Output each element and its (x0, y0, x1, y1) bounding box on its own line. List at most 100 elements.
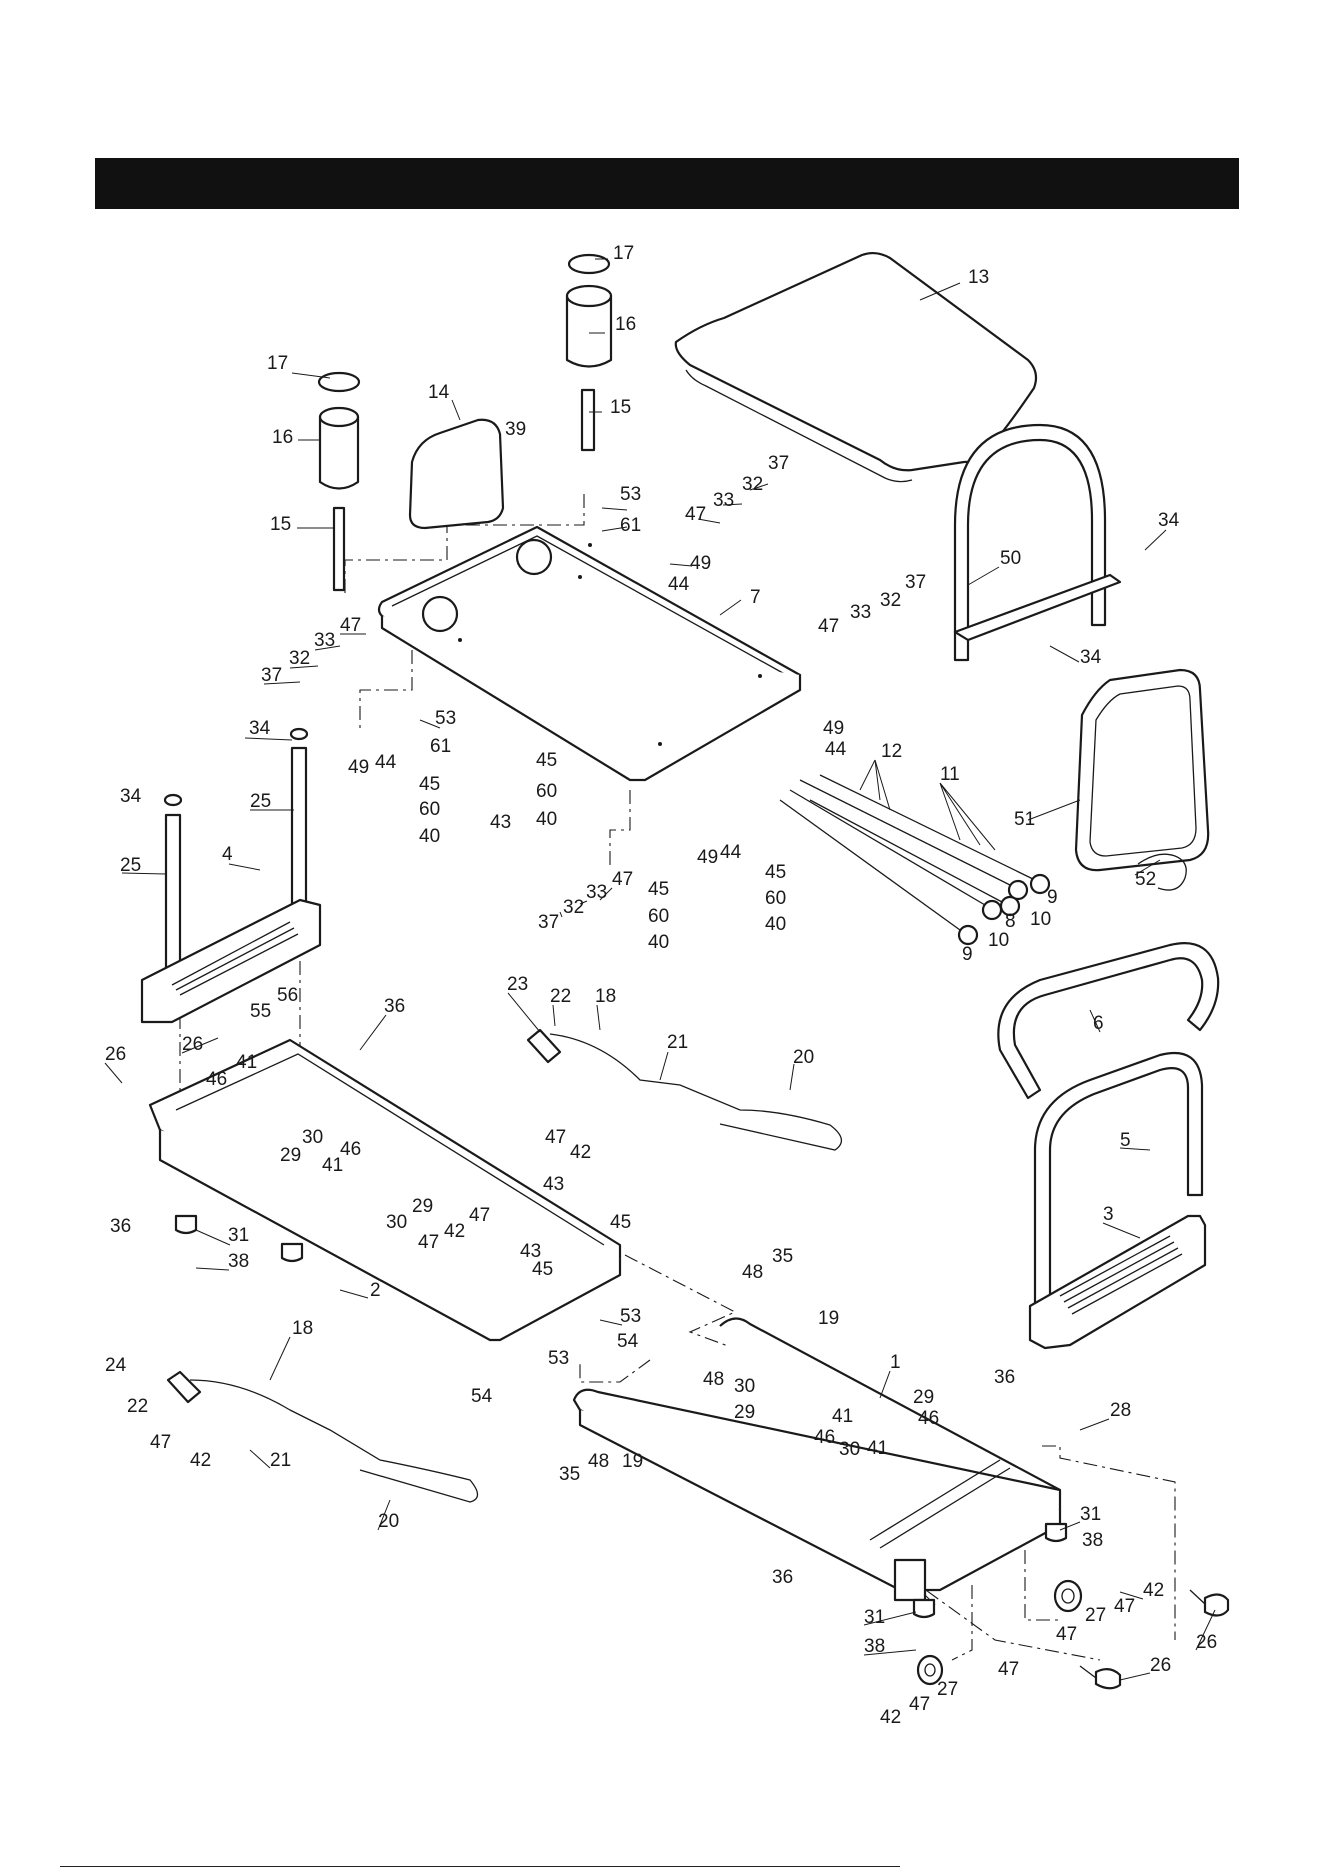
part-label-55: 55 (250, 1001, 271, 1022)
base-3 (1028, 1214, 1207, 1350)
part-label-32: 32 (289, 648, 310, 669)
part-label-33: 33 (586, 882, 607, 903)
part-number-labels: 1716151317161514393732334753614944345073… (105, 243, 1217, 1728)
leader-lines (104, 258, 1216, 1681)
wheel-27-bottom (916, 1654, 944, 1686)
part-label-19: 19 (622, 1451, 643, 1472)
part-label-29: 29 (412, 1196, 433, 1217)
part-label-36: 36 (384, 996, 405, 1017)
part-label-46: 46 (206, 1069, 227, 1090)
part-label-37: 37 (905, 572, 926, 593)
carriage-frame-7 (377, 525, 802, 782)
part-label-45: 45 (610, 1212, 631, 1233)
part-label-30: 30 (302, 1127, 323, 1148)
part-label-54: 54 (617, 1331, 639, 1352)
part-label-9: 9 (1047, 887, 1058, 908)
part-label-15: 15 (270, 514, 291, 535)
part-label-48: 48 (703, 1369, 724, 1390)
part-label-42: 42 (1143, 1580, 1164, 1601)
foot-31-right (1044, 1522, 1068, 1543)
part-label-45: 45 (536, 750, 557, 771)
part-label-20: 20 (378, 1511, 399, 1532)
part-label-41: 41 (867, 1438, 888, 1459)
part-label-47: 47 (818, 616, 839, 637)
part-label-1: 1 (890, 1352, 901, 1373)
part-label-45: 45 (765, 862, 786, 883)
part-label-37: 37 (768, 453, 789, 474)
part-label-51: 51 (1014, 809, 1035, 830)
springs (779, 774, 1051, 946)
part-label-15: 15 (610, 397, 631, 418)
part-label-21: 21 (667, 1032, 688, 1053)
part-label-61: 61 (430, 736, 451, 757)
part-label-44: 44 (825, 739, 847, 760)
part-label-45: 45 (648, 879, 669, 900)
part-label-38: 38 (864, 1636, 885, 1657)
roller-assembly-left (317, 371, 361, 592)
part-label-31: 31 (1080, 1504, 1101, 1525)
part-label-33: 33 (850, 602, 871, 623)
part-label-42: 42 (570, 1142, 591, 1163)
part-label-14: 14 (428, 382, 450, 403)
part-label-49: 49 (697, 847, 718, 868)
part-label-47: 47 (545, 1127, 566, 1148)
part-label-60: 60 (765, 888, 786, 909)
part-label-45: 45 (419, 774, 440, 795)
part-label-37: 37 (261, 665, 282, 686)
part-label-42: 42 (880, 1707, 901, 1728)
part-label-29: 29 (280, 1145, 301, 1166)
part-label-31: 31 (228, 1225, 249, 1246)
part-label-24: 24 (105, 1355, 127, 1376)
seat-pad-13 (674, 251, 1038, 483)
part-label-32: 32 (880, 590, 901, 611)
part-label-42: 42 (190, 1450, 211, 1471)
part-label-46: 46 (340, 1139, 361, 1160)
part-label-53: 53 (620, 484, 641, 505)
foot-31-left (174, 1214, 198, 1235)
foot-31-mid (280, 1242, 304, 1263)
part-label-47: 47 (469, 1205, 490, 1226)
part-label-40: 40 (648, 932, 669, 953)
part-label-26: 26 (105, 1044, 126, 1065)
part-label-35: 35 (559, 1464, 580, 1485)
part-label-23: 23 (507, 974, 528, 995)
part-label-40: 40 (765, 914, 786, 935)
frame-5 (1033, 1051, 1204, 1317)
strap-lower (166, 1370, 479, 1503)
strap-upper (526, 1028, 842, 1151)
part-label-46: 46 (918, 1408, 939, 1429)
part-label-34: 34 (120, 786, 142, 807)
part-label-26: 26 (1196, 1632, 1217, 1653)
part-label-16: 16 (615, 314, 636, 335)
part-label-43: 43 (520, 1241, 541, 1262)
part-label-3: 3 (1103, 1204, 1114, 1225)
part-label-54: 54 (471, 1386, 493, 1407)
part-label-36: 36 (110, 1216, 131, 1237)
part-label-31: 31 (864, 1607, 885, 1628)
part-label-22: 22 (127, 1396, 148, 1417)
part-label-29: 29 (734, 1402, 755, 1423)
part-label-37: 37 (538, 912, 559, 933)
rebounder-net-51 (1074, 668, 1210, 872)
part-label-56: 56 (277, 985, 298, 1006)
part-label-27: 27 (1085, 1605, 1106, 1626)
part-label-36: 36 (994, 1367, 1015, 1388)
part-label-47: 47 (340, 615, 361, 636)
part-label-61: 61 (620, 515, 641, 536)
part-label-47: 47 (1056, 1624, 1077, 1645)
part-label-52: 52 (1135, 869, 1156, 890)
part-label-18: 18 (595, 986, 616, 1007)
part-label-34: 34 (1080, 647, 1102, 668)
part-label-47: 47 (612, 869, 633, 890)
cord-52 (1137, 853, 1187, 891)
part-label-38: 38 (228, 1251, 249, 1272)
part-label-47: 47 (150, 1432, 171, 1453)
part-label-10: 10 (988, 930, 1009, 951)
part-label-38: 38 (1082, 1530, 1103, 1551)
part-label-19: 19 (818, 1308, 839, 1329)
part-label-34: 34 (249, 718, 271, 739)
part-label-18: 18 (292, 1318, 313, 1339)
part-label-42: 42 (444, 1221, 465, 1242)
part-label-40: 40 (536, 809, 557, 830)
